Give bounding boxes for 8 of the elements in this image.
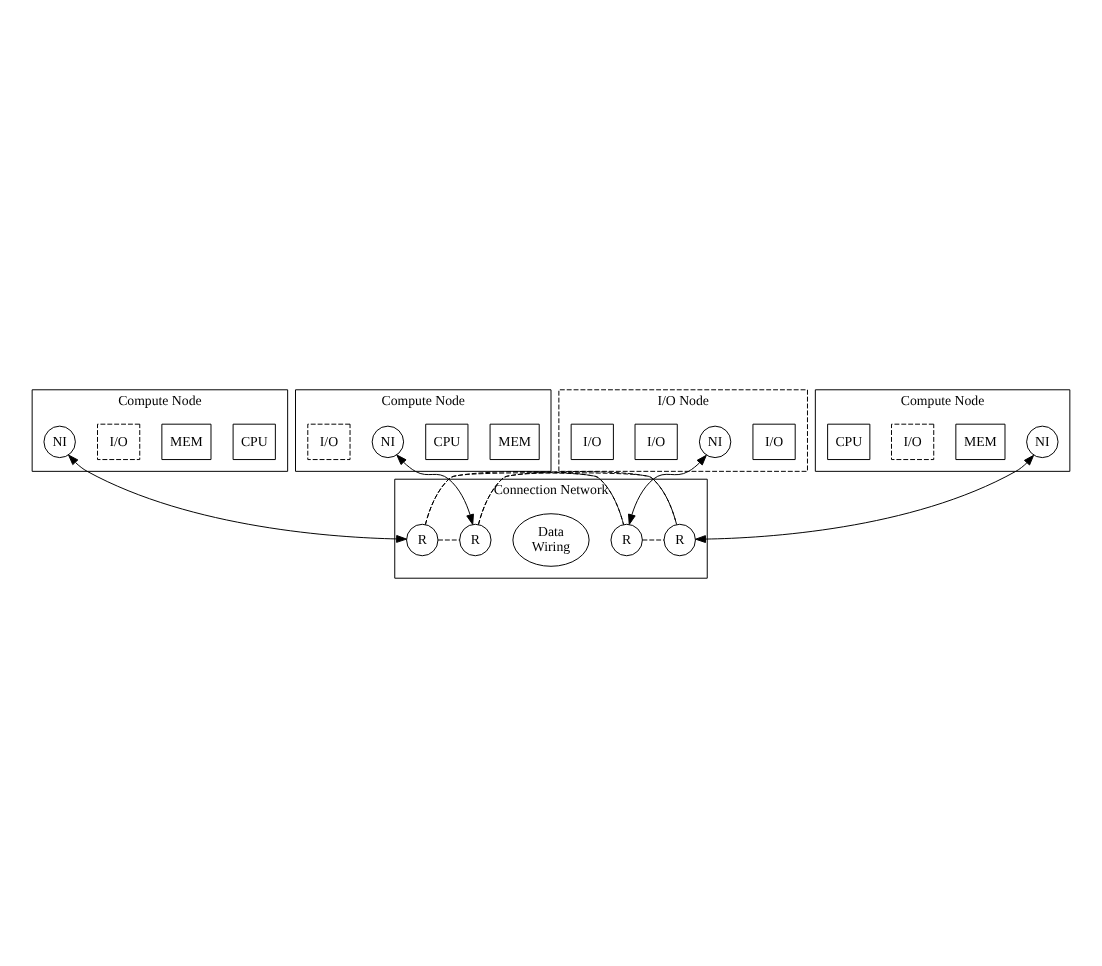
arrow: [628, 453, 707, 524]
arrow: [68, 453, 407, 542]
arrow: [396, 453, 474, 524]
connector: [641, 538, 665, 540]
connector: [437, 538, 461, 540]
connector: [424, 471, 678, 524]
connector: [477, 470, 678, 524]
arrow: [695, 453, 1035, 542]
